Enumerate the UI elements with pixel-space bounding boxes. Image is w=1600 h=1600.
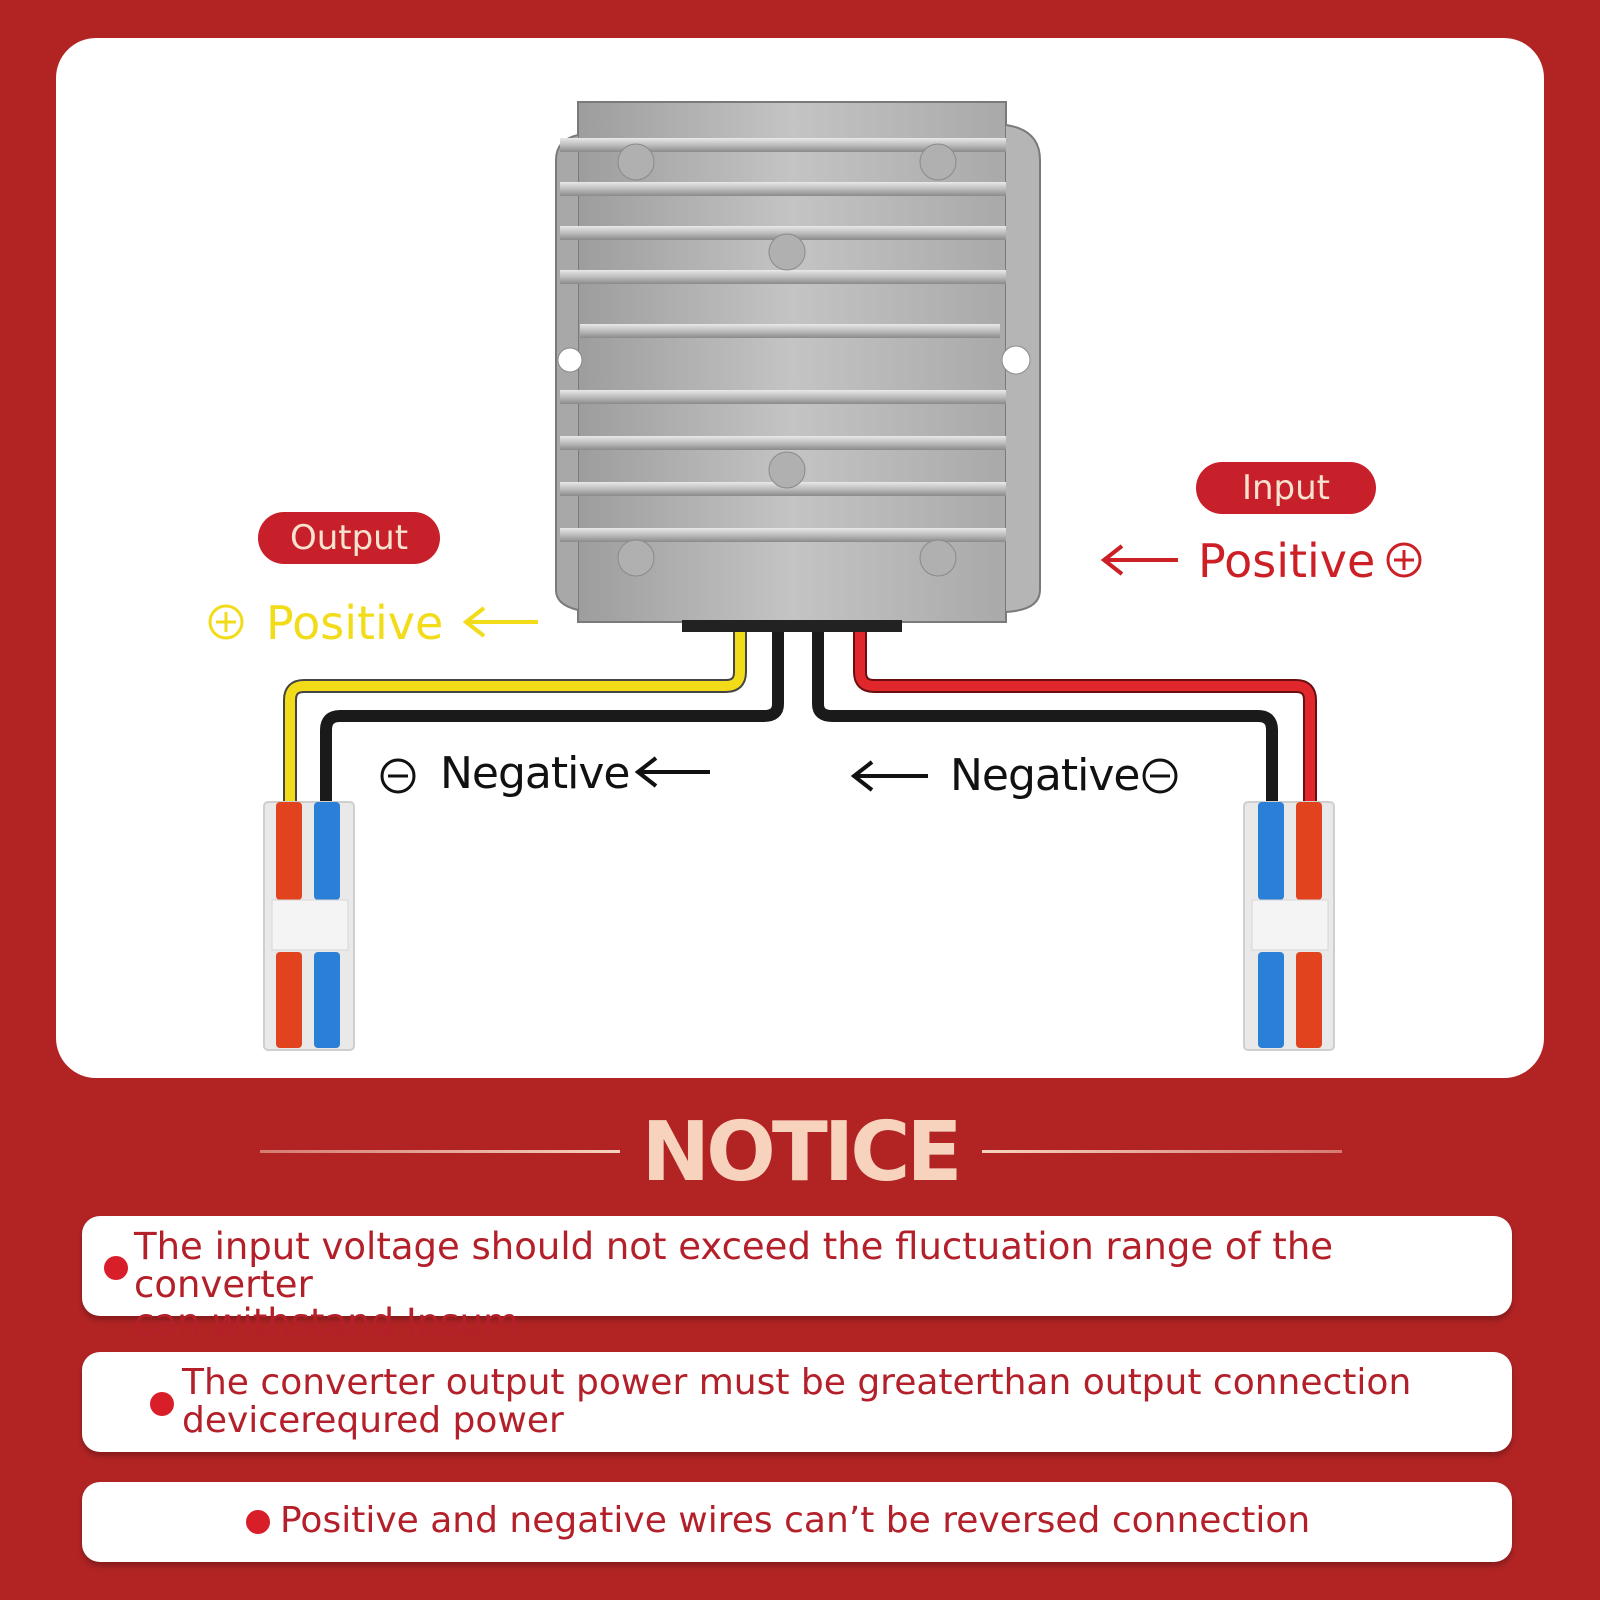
wires [283,632,1317,808]
output-plus-icon [208,604,244,640]
wiring-diagram [208,101,1422,1051]
input-negative-label: Negative [950,750,1140,801]
black-wire-output [320,632,784,808]
input-terminal-block [1243,801,1335,1051]
output-badge: Output [258,512,440,564]
notice-item-line: devicerequred power [182,1400,564,1441]
notice-divider-left [260,1150,620,1153]
notice-item-text: The converter output power must be great… [182,1364,1411,1440]
bullet-icon [246,1510,270,1534]
notice-item-text: Positive and negative wires can’t be rev… [280,1502,1310,1540]
notice-divider-right [982,1150,1342,1153]
input-plus-icon [1386,542,1422,578]
input-negative-arrow-icon [850,760,928,792]
output-negative-label: Negative [440,748,630,799]
input-badge: Input [1196,462,1376,514]
notice-item-line: can withstand Ipsum [134,1301,520,1344]
black-wire-input [812,632,1278,808]
converter-module [555,101,1041,632]
output-positive-label: Positive [266,596,444,650]
output-negative-arrow-icon [634,756,710,788]
input-minus-icon [1142,758,1178,794]
notice-item-line: Positive and negative wires can’t be rev… [280,1500,1311,1541]
output-minus-icon [380,758,416,794]
bullet-icon [104,1256,128,1280]
notice-item-text: The input voltage should not exceed the … [134,1228,1512,1342]
bullet-icon [150,1392,174,1416]
input-positive-arrow-icon [1100,544,1178,576]
notice-item: Positive and negative wires can’t be rev… [82,1482,1512,1562]
notice-title: NOTICE [641,1105,963,1200]
notice-item: The input voltage should not exceed the … [82,1216,1512,1342]
notice-item: The converter output power must be great… [82,1352,1512,1452]
heatsink-fins [560,138,1006,542]
output-positive-arrow-icon [462,606,538,638]
input-positive-label: Positive [1198,534,1376,588]
notice-item-line: The input voltage should not exceed the … [134,1225,1334,1306]
notice-item-line: The converter output power must be great… [182,1362,1412,1403]
output-terminal-block [263,801,355,1051]
